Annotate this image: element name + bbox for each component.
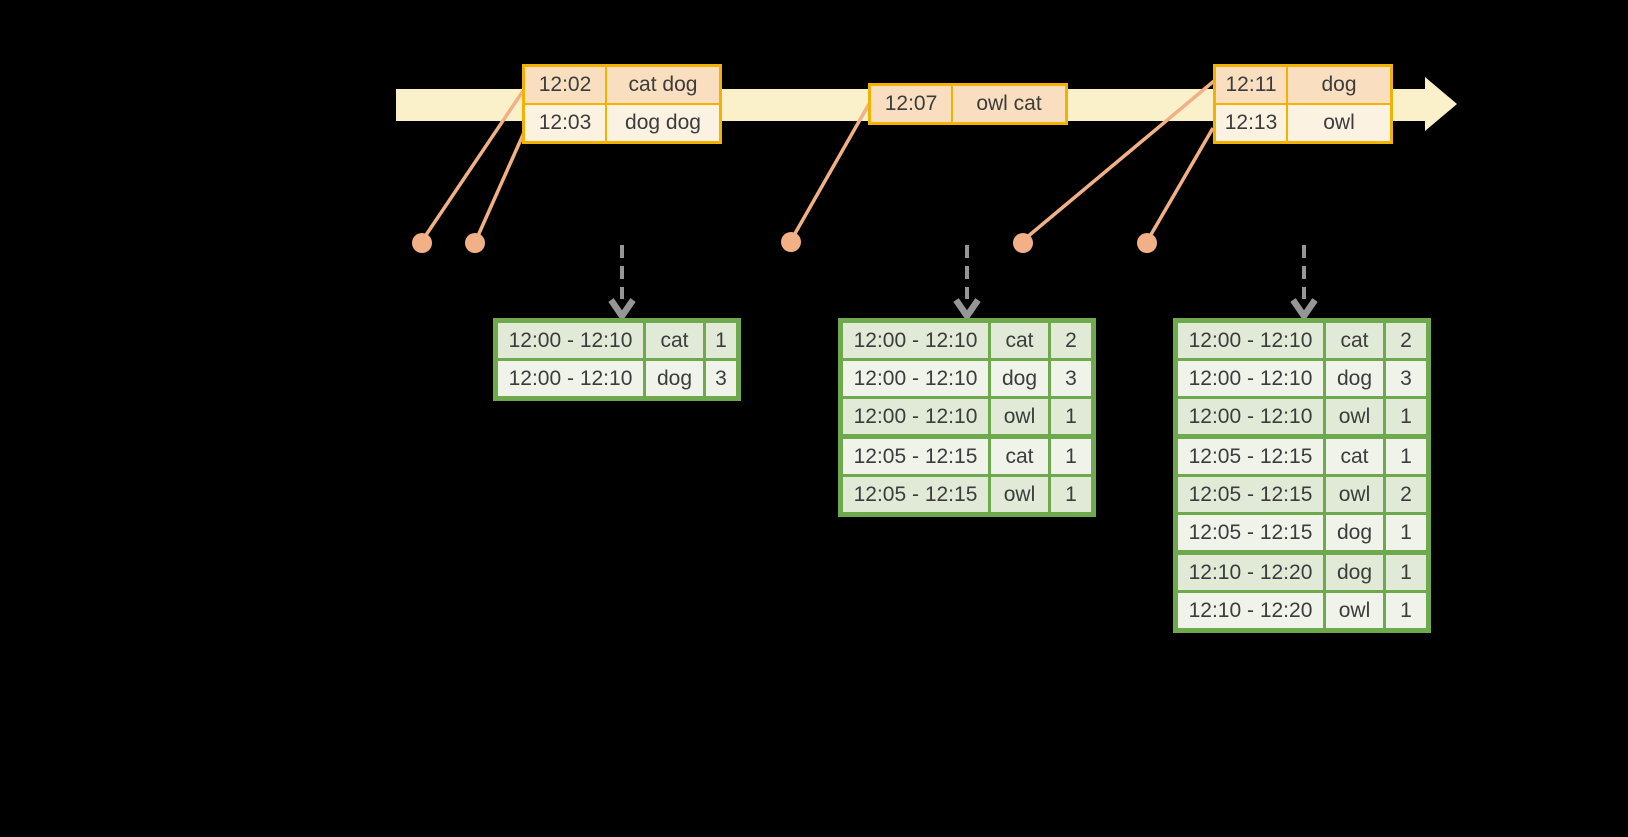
count-cell: 1: [1383, 590, 1430, 632]
event-time-cell: 12:07: [868, 83, 953, 125]
count-cell: 1: [1383, 396, 1430, 438]
window-cell: 12:00 - 12:10: [1174, 396, 1326, 438]
count-cell: 1: [1383, 512, 1430, 554]
window-cell: 12:00 - 12:10: [1174, 358, 1326, 399]
word-cell: owl: [1323, 474, 1386, 515]
count-cell: 2: [1383, 319, 1430, 361]
count-cell: 2: [1048, 319, 1095, 361]
event-connector-line: [791, 103, 871, 238]
count-cell: 3: [1383, 358, 1430, 399]
event-connector-line: [1147, 127, 1215, 239]
event-time-dot: [1137, 233, 1157, 253]
window-cell: 12:00 - 12:10: [839, 396, 991, 438]
word-cell: dog: [1323, 512, 1386, 554]
event-time-cell: 12:02: [522, 64, 607, 105]
count-cell: 1: [703, 319, 740, 361]
event-time-cell: 12:11: [1213, 64, 1288, 105]
word-cell: owl: [988, 474, 1051, 516]
word-cell: owl: [1323, 590, 1386, 632]
word-cell: cat: [643, 319, 706, 361]
trigger-arrowhead: [608, 298, 636, 322]
event-words-cell: dog dog: [605, 103, 722, 144]
event-time-dot: [465, 233, 485, 253]
event-time-cell: 12:13: [1213, 103, 1288, 144]
event-words-cell: dog: [1286, 64, 1393, 105]
event-time-dot: [412, 233, 432, 253]
event-words-cell: cat dog: [605, 64, 722, 105]
window-cell: 12:00 - 12:10: [1174, 319, 1326, 361]
word-cell: cat: [988, 434, 1051, 477]
word-cell: cat: [988, 319, 1051, 361]
window-cell: 12:05 - 12:15: [839, 474, 991, 516]
window-cell: 12:00 - 12:10: [494, 319, 646, 361]
word-cell: owl: [988, 396, 1051, 438]
window-cell: 12:00 - 12:10: [494, 358, 646, 400]
count-cell: 1: [1048, 396, 1095, 438]
event-words-cell: owl: [1286, 103, 1393, 144]
word-cell: dog: [1323, 358, 1386, 399]
window-cell: 12:05 - 12:15: [1174, 474, 1326, 515]
window-cell: 12:10 - 12:20: [1174, 550, 1326, 593]
trigger-arrowhead: [953, 298, 981, 322]
word-cell: owl: [1323, 396, 1386, 438]
word-cell: cat: [1323, 434, 1386, 477]
window-cell: 12:10 - 12:20: [1174, 590, 1326, 632]
window-cell: 12:05 - 12:15: [1174, 512, 1326, 554]
count-cell: 2: [1383, 474, 1430, 515]
word-cell: dog: [1323, 550, 1386, 593]
count-cell: 3: [703, 358, 740, 400]
window-cell: 12:05 - 12:15: [1174, 434, 1326, 477]
count-cell: 1: [1048, 434, 1095, 477]
event-time-dot: [781, 232, 801, 252]
count-cell: 3: [1048, 358, 1095, 399]
event-words-cell: owl cat: [951, 83, 1068, 125]
event-connector-line: [1024, 79, 1216, 240]
event-connector-line: [475, 127, 528, 239]
window-cell: 12:00 - 12:10: [839, 319, 991, 361]
word-cell: cat: [1323, 319, 1386, 361]
window-cell: 12:00 - 12:10: [839, 358, 991, 399]
event-time-dot: [1013, 233, 1033, 253]
word-cell: dog: [988, 358, 1051, 399]
count-cell: 1: [1383, 550, 1430, 593]
event-connector-line: [422, 90, 525, 239]
window-cell: 12:05 - 12:15: [839, 434, 991, 477]
word-cell: dog: [643, 358, 706, 400]
trigger-arrowhead: [1290, 298, 1318, 322]
count-cell: 1: [1048, 474, 1095, 516]
event-time-cell: 12:03: [522, 103, 607, 144]
count-cell: 1: [1383, 434, 1430, 477]
